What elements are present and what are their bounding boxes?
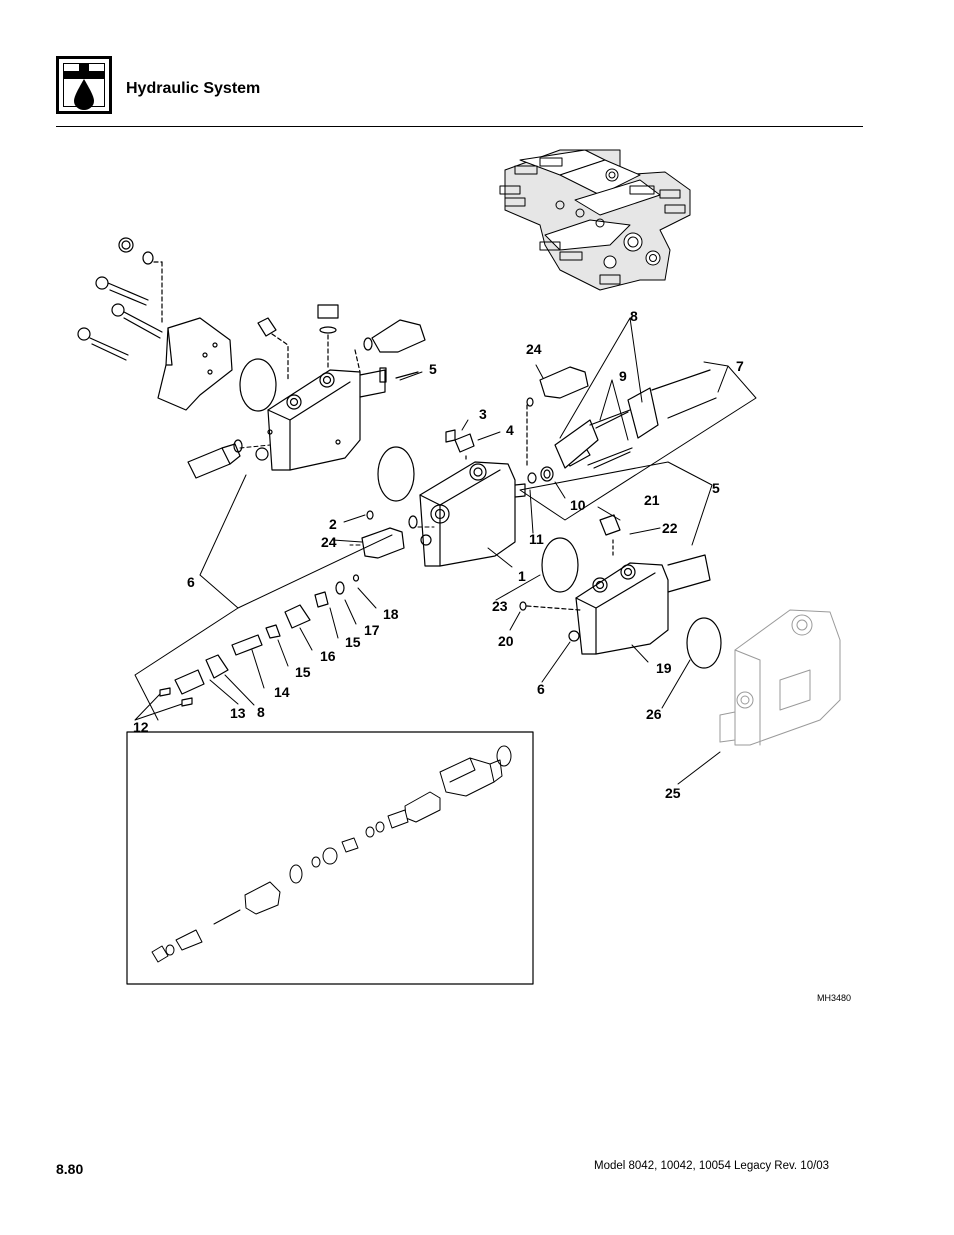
valve-section-upper-left: [255, 367, 419, 471]
assembled-valve-image: [499, 149, 691, 291]
end-cap-with-studs: [77, 237, 233, 411]
page-title: Hydraulic System: [126, 80, 261, 97]
header-rule: [56, 126, 863, 127]
callout-label: 23: [492, 598, 508, 614]
callout-label: 16: [320, 648, 336, 664]
footer-model-text: Model 8042, 10042, 10054 Legacy Rev. 10/…: [594, 1160, 830, 1172]
inset-box: [126, 731, 534, 985]
callout-label: 24: [526, 341, 542, 357]
large-o-ring-2: [377, 446, 415, 502]
relief-valve-cartridge-detail: [151, 745, 512, 963]
callout-label: 13: [230, 705, 246, 721]
callout-label: 2: [329, 516, 337, 532]
callout-label: 26: [646, 706, 662, 722]
page-number: 8.80: [56, 1161, 84, 1177]
callout-label: 15: [295, 664, 311, 680]
tie-rods-and-gaskets: [554, 369, 717, 469]
left-cartridge: [187, 439, 243, 479]
callout-label: 6: [537, 681, 545, 697]
callout-label: 19: [656, 660, 672, 676]
callout-label: 7: [736, 358, 744, 374]
callout-label: 18: [383, 606, 399, 622]
large-o-ring-3: [686, 617, 722, 669]
callout-label: 1: [518, 568, 526, 584]
callout-label: 22: [662, 520, 678, 536]
callout-label: 5: [712, 480, 720, 496]
figure-code: MH3480: [817, 993, 852, 1003]
plug-top: [257, 304, 426, 381]
large-o-ring: [239, 358, 277, 412]
valve-section-right: [519, 514, 711, 655]
callout-label: 15: [345, 634, 361, 650]
callout-label: 17: [364, 622, 380, 638]
callout-label: 12: [133, 719, 149, 735]
callout-label: 9: [619, 368, 627, 384]
callout-label: 5: [429, 361, 437, 377]
valve-section-center: [408, 461, 526, 567]
callout-label: 14: [274, 684, 290, 700]
hydraulic-oil-drop-icon: [56, 56, 112, 114]
callout-label: 11: [529, 531, 544, 547]
callout-label: 25: [665, 785, 681, 801]
callout-label: 8: [257, 704, 265, 720]
callout-label: 10: [570, 497, 586, 513]
leader-lines: [134, 317, 757, 785]
callout-label: 6: [187, 574, 195, 590]
spool-parts-row: [159, 574, 360, 707]
inlet-housing: [719, 609, 841, 746]
callout-label: 3: [479, 406, 487, 422]
callout-label: 24: [321, 534, 337, 550]
callout-label: 8: [630, 308, 638, 324]
callout-label: 4: [506, 422, 514, 438]
callout-label: 20: [498, 633, 514, 649]
callout-label: 21: [644, 492, 660, 508]
